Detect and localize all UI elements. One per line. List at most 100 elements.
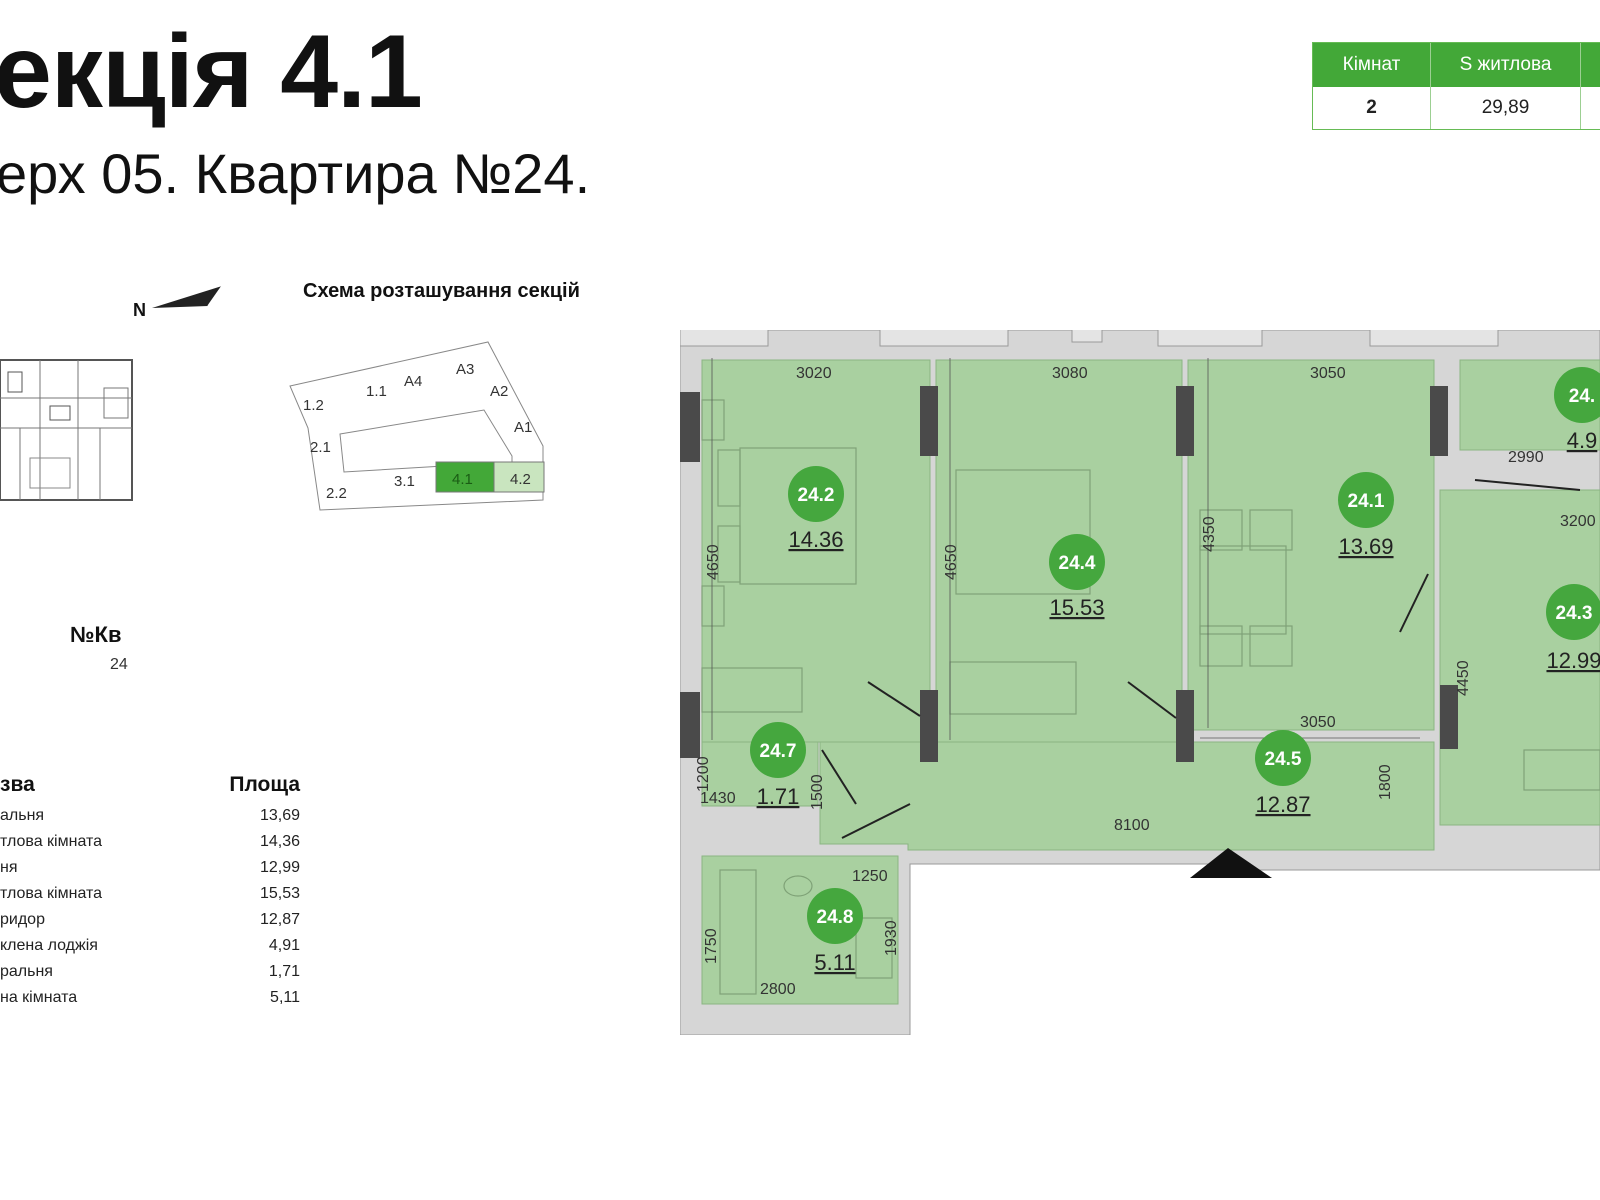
room-name: тлова кімната bbox=[0, 885, 103, 902]
dimension-label: 4450 bbox=[1455, 660, 1472, 696]
room-area: 12,99 bbox=[259, 859, 300, 876]
section-scheme-title: Схема розташування секцій bbox=[303, 280, 580, 302]
stats-header-living-area: S житлова bbox=[1431, 43, 1581, 87]
room-id: 24.4 bbox=[1059, 553, 1096, 574]
room-24-2: 24.2 14.36 bbox=[788, 466, 844, 552]
dimension-label: 1430 bbox=[700, 790, 736, 807]
table-row: клена лоджія 4,91 bbox=[0, 933, 300, 959]
room-24-6: 24. 4.9 bbox=[1554, 367, 1600, 453]
page-subtitle: ерх 05. Квартира №24. bbox=[0, 142, 591, 205]
room-24-1: 24.1 13.69 bbox=[1338, 472, 1394, 559]
room-name: на кімната bbox=[0, 989, 78, 1006]
room-name: альня bbox=[0, 807, 45, 824]
room-24-3-fill bbox=[1439, 489, 1600, 826]
table-row: на кімната 5,11 bbox=[0, 985, 300, 1011]
room-area: 4,91 bbox=[268, 937, 300, 954]
dimension-label: 1250 bbox=[852, 868, 888, 885]
dimension-label: 3020 bbox=[796, 365, 832, 382]
rooms-header-name: зва bbox=[0, 773, 35, 796]
room-id: 24.7 bbox=[760, 741, 797, 762]
entrance-arrow-icon bbox=[1190, 848, 1272, 878]
room-area: 15,53 bbox=[259, 885, 300, 902]
stats-value-extra bbox=[1581, 87, 1600, 129]
room-id: 24.2 bbox=[798, 485, 835, 506]
dimension-label: 1500 bbox=[809, 774, 826, 810]
stats-table: Кімнат S житлова 2 29,89 bbox=[1312, 42, 1600, 130]
room-24-3: 24.3 12.99 bbox=[1546, 584, 1600, 673]
room-area: 5.11 bbox=[814, 950, 855, 975]
room-area: 1.71 bbox=[757, 784, 800, 809]
room-24-7: 24.7 1.71 bbox=[750, 722, 806, 809]
section-label-a4: A4 bbox=[404, 373, 422, 390]
dimension-label: 4650 bbox=[943, 544, 960, 580]
dimension-label: 8100 bbox=[1114, 817, 1150, 834]
table-row: ня 12,99 bbox=[0, 855, 300, 881]
stats-value-rooms: 2 bbox=[1313, 87, 1431, 129]
room-area: 14,36 bbox=[259, 833, 300, 850]
room-area: 5,11 bbox=[270, 989, 300, 1006]
room-area: 15.53 bbox=[1049, 595, 1104, 620]
section-label-1-1: 1.1 bbox=[366, 383, 387, 400]
room-name: клена лоджія bbox=[0, 937, 98, 954]
section-label-a1: A1 bbox=[514, 419, 532, 436]
room-id: 24.1 bbox=[1348, 491, 1385, 512]
room-name: тлова кімната bbox=[0, 833, 103, 850]
section-label-2-2: 2.2 bbox=[326, 485, 347, 502]
dimension-label: 1750 bbox=[703, 928, 720, 964]
apartment-label: №Кв bbox=[70, 622, 122, 647]
section-label-4-1: 4.1 bbox=[452, 471, 473, 488]
room-area: 12.99 bbox=[1546, 648, 1600, 673]
table-row: тлова кімната 14,36 bbox=[0, 829, 300, 855]
section-label-a2: A2 bbox=[490, 383, 508, 400]
dimension-label: 1930 bbox=[883, 920, 900, 956]
stats-header-row: Кімнат S житлова bbox=[1313, 43, 1600, 87]
dimension-label: 3050 bbox=[1310, 365, 1346, 382]
room-id: 24.5 bbox=[1265, 749, 1302, 770]
room-id: 24.3 bbox=[1556, 603, 1593, 624]
compass-label: N bbox=[133, 300, 146, 320]
section-scheme-diagram: 1.2 1.1 A4 A3 A2 A1 2.1 2.2 3.1 4.1 4.2 bbox=[289, 341, 545, 511]
dimension-label: 1800 bbox=[1377, 764, 1394, 800]
section-label-3-1: 3.1 bbox=[394, 473, 415, 490]
dimension-label: 4650 bbox=[705, 544, 722, 580]
room-24-4: 24.4 15.53 bbox=[1049, 534, 1105, 620]
section-label-a3: A3 bbox=[456, 361, 474, 378]
apartment-number: 24 bbox=[110, 656, 128, 673]
room-area: 4.9 bbox=[1567, 428, 1598, 453]
dimension-label: 2990 bbox=[1508, 449, 1544, 466]
room-area: 1,71 bbox=[268, 963, 300, 980]
room-name: ня bbox=[0, 859, 18, 876]
compass-arrow-icon bbox=[152, 285, 223, 308]
dimension-label: 3050 bbox=[1300, 714, 1336, 731]
room-id: 24. bbox=[1569, 386, 1595, 407]
floor-layout-thumbnail bbox=[0, 359, 133, 501]
stats-value-row: 2 29,89 bbox=[1313, 87, 1600, 129]
room-24-5: 24.5 12.87 bbox=[1255, 730, 1311, 817]
room-id: 24.8 bbox=[817, 907, 854, 928]
room-area: 13.69 bbox=[1338, 534, 1393, 559]
page-title: екція 4.1 bbox=[0, 14, 423, 130]
section-label-2-1: 2.1 bbox=[310, 439, 331, 456]
rooms-header-area: Площа bbox=[229, 773, 300, 796]
room-24-8-fill bbox=[701, 855, 899, 1005]
stats-value-living-area: 29,89 bbox=[1431, 87, 1581, 129]
floor-plan: 3020 3080 3050 2990 3200 4650 4650 4350 … bbox=[680, 330, 1600, 1035]
section-label-1-2: 1.2 bbox=[303, 397, 324, 414]
dimension-label: 1200 bbox=[695, 756, 712, 792]
room-area: 12.87 bbox=[1255, 792, 1310, 817]
room-name: ральня bbox=[0, 963, 53, 980]
room-area: 14.36 bbox=[788, 527, 843, 552]
room-24-8: 24.8 5.11 bbox=[807, 888, 863, 975]
room-area: 12,87 bbox=[259, 911, 300, 928]
rooms-table-header: зва Площа bbox=[0, 773, 300, 803]
section-label-4-2: 4.2 bbox=[510, 471, 531, 488]
dimension-label: 3080 bbox=[1052, 365, 1088, 382]
table-row: ральня 1,71 bbox=[0, 959, 300, 985]
stats-header-extra bbox=[1581, 43, 1600, 87]
stats-header-rooms: Кімнат bbox=[1313, 43, 1431, 87]
dimension-label: 3200 bbox=[1560, 513, 1596, 530]
table-row: тлова кімната 15,53 bbox=[0, 881, 300, 907]
